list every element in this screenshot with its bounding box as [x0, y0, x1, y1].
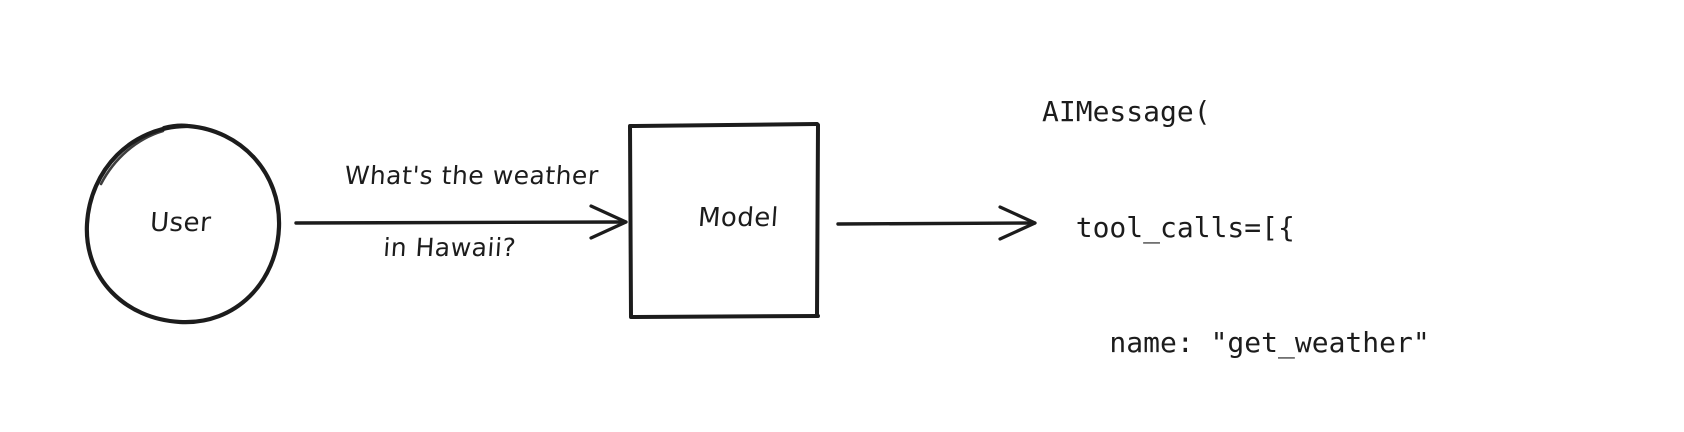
code-line-0: AIMessage(: [1042, 95, 1211, 128]
arrow-user-to-model: [294, 204, 628, 240]
user-node-circle: [84, 123, 282, 325]
ai-message-output-code: AIMessage( tool_calls=[{ name: "get_weat…: [1042, 16, 1463, 432]
edge-label-user-to-model: What's the weather in Hawaii?: [288, 122, 613, 338]
code-line-2: name: "get_weather": [1042, 326, 1430, 359]
model-node-label: Model: [696, 203, 780, 233]
model-node-box: [628, 122, 820, 319]
user-node-label: User: [148, 208, 213, 238]
arrow-model-to-output: [836, 205, 1037, 241]
edge-label-line2: in Hawaii?: [382, 233, 518, 262]
code-line-1: tool_calls=[{: [1042, 210, 1295, 244]
edge-label-line1: What's the weather: [343, 161, 600, 190]
